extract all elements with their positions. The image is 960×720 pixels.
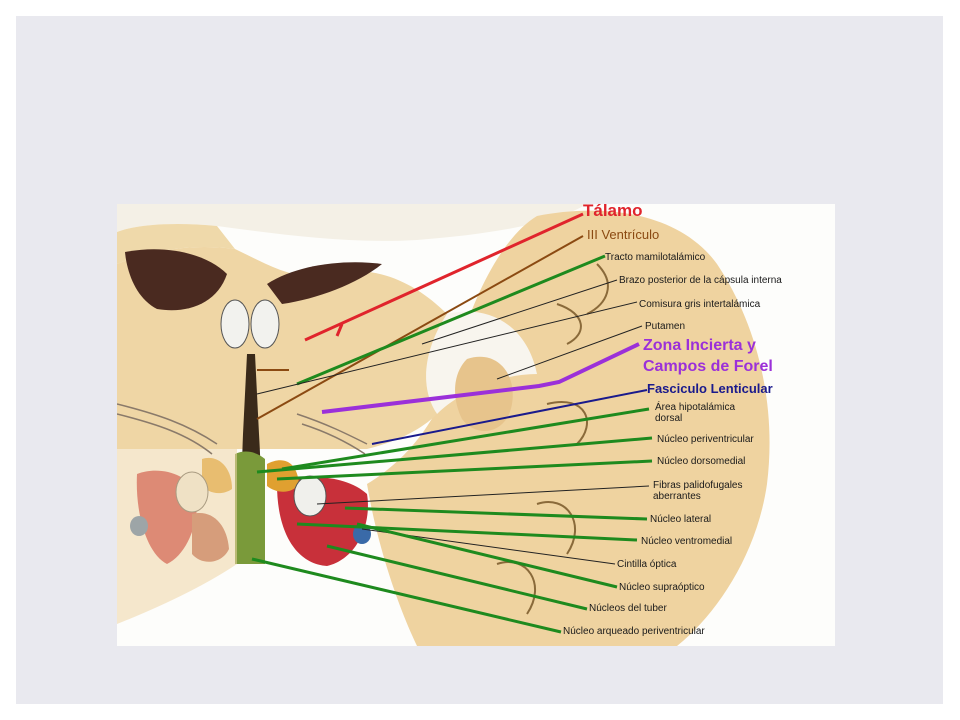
leader-nucleo-arqueado: [251, 557, 562, 634]
label-comisura-gris: Comisura gris intertalámica: [639, 299, 761, 310]
leader-nucleos-tuber: [326, 544, 588, 611]
mammillothalamic-right: [293, 475, 327, 517]
fiber-striations: [117, 403, 368, 455]
leader-nucleo-supraoptico: [356, 522, 618, 589]
label-brazo-posterior: Brazo posterior de la cápsula interna: [619, 275, 782, 286]
label-nucleo-lateral: Núcleo lateral: [650, 514, 712, 525]
label-area-hipotalamica-2: dorsal: [655, 413, 683, 424]
leader-nucleo-lateral: [344, 506, 648, 521]
leader-comisura-gris: [256, 301, 638, 395]
label-nucleo-arqueado: Núcleo arqueado periventricular: [563, 626, 705, 637]
corpus-callosum: [117, 204, 587, 241]
fornix-left: [220, 299, 250, 349]
lateral-ventricle-right: [267, 262, 382, 304]
label-nucleo-periventricular: Núcleo periventricular: [657, 434, 754, 445]
leader-nucleo-ventromedial: [296, 522, 638, 542]
periventricular-green: [235, 451, 265, 564]
label-nucleo-supraoptico: Núcleo supraóptico: [619, 582, 705, 593]
lower-left-region: [117, 449, 237, 624]
leader-nucleo-dorsomedial: [276, 459, 653, 481]
label-iii-ventriculo: III Ventrículo: [587, 227, 660, 242]
label-area-hipotalamica-1: Área hipotalámica: [655, 402, 736, 413]
brain-coronal-section-figure: Tálamo III Ventrículo Tracto mamilotalám…: [117, 204, 835, 646]
optic-tract-right: [353, 524, 371, 544]
anatomy-illustration: [117, 204, 770, 646]
label-fasciculo-lenticular: Fasciculo Lenticular: [647, 381, 773, 396]
leader-nucleo-periventricular: [256, 436, 653, 474]
label-zona-incierta-2: Campos de Forel: [643, 358, 773, 375]
label-cintilla-optica: Cintilla óptica: [617, 559, 677, 570]
leader-talamo-tick: [335, 323, 344, 337]
leader-tracto-mamilotalamico: [296, 254, 606, 386]
label-fibras-2: aberrantes: [653, 491, 701, 502]
lateral-ventricle-left: [125, 249, 227, 311]
dorsomedial-right: [267, 460, 299, 492]
label-zona-incierta-1: Zona Incierta y: [643, 337, 756, 354]
leader-putamen: [496, 325, 643, 380]
leader-lines: [251, 212, 653, 634]
label-tracto-mamilotalamico: Tracto mamilotalámico: [605, 252, 706, 263]
leader-brazo-posterior: [421, 279, 618, 345]
label-nucleos-tuber: Núcleos del tuber: [589, 603, 667, 614]
label-putamen: Putamen: [645, 321, 686, 332]
leader-fasciculo-lenticular: [371, 389, 648, 445]
leader-iii-ventriculo: [256, 235, 584, 420]
leader-fibras-palidofugales: [316, 485, 650, 505]
leader-zona-incierta: [321, 342, 640, 414]
label-fibras-1: Fibras palidofugales: [653, 480, 743, 491]
fornix-right: [250, 299, 280, 349]
label-nucleo-dorsomedial: Núcleo dorsomedial: [657, 456, 746, 467]
label-talamo: Tálamo: [583, 204, 643, 220]
right-cortex-gyri: [496, 263, 609, 615]
label-nucleo-ventromedial: Núcleo ventromedial: [641, 536, 733, 547]
leader-talamo: [304, 212, 584, 342]
leader-area-hipotalamica: [281, 407, 650, 471]
right-hemisphere: [367, 210, 770, 646]
slide-background: Tálamo III Ventrículo Tracto mamilotalám…: [16, 16, 943, 704]
